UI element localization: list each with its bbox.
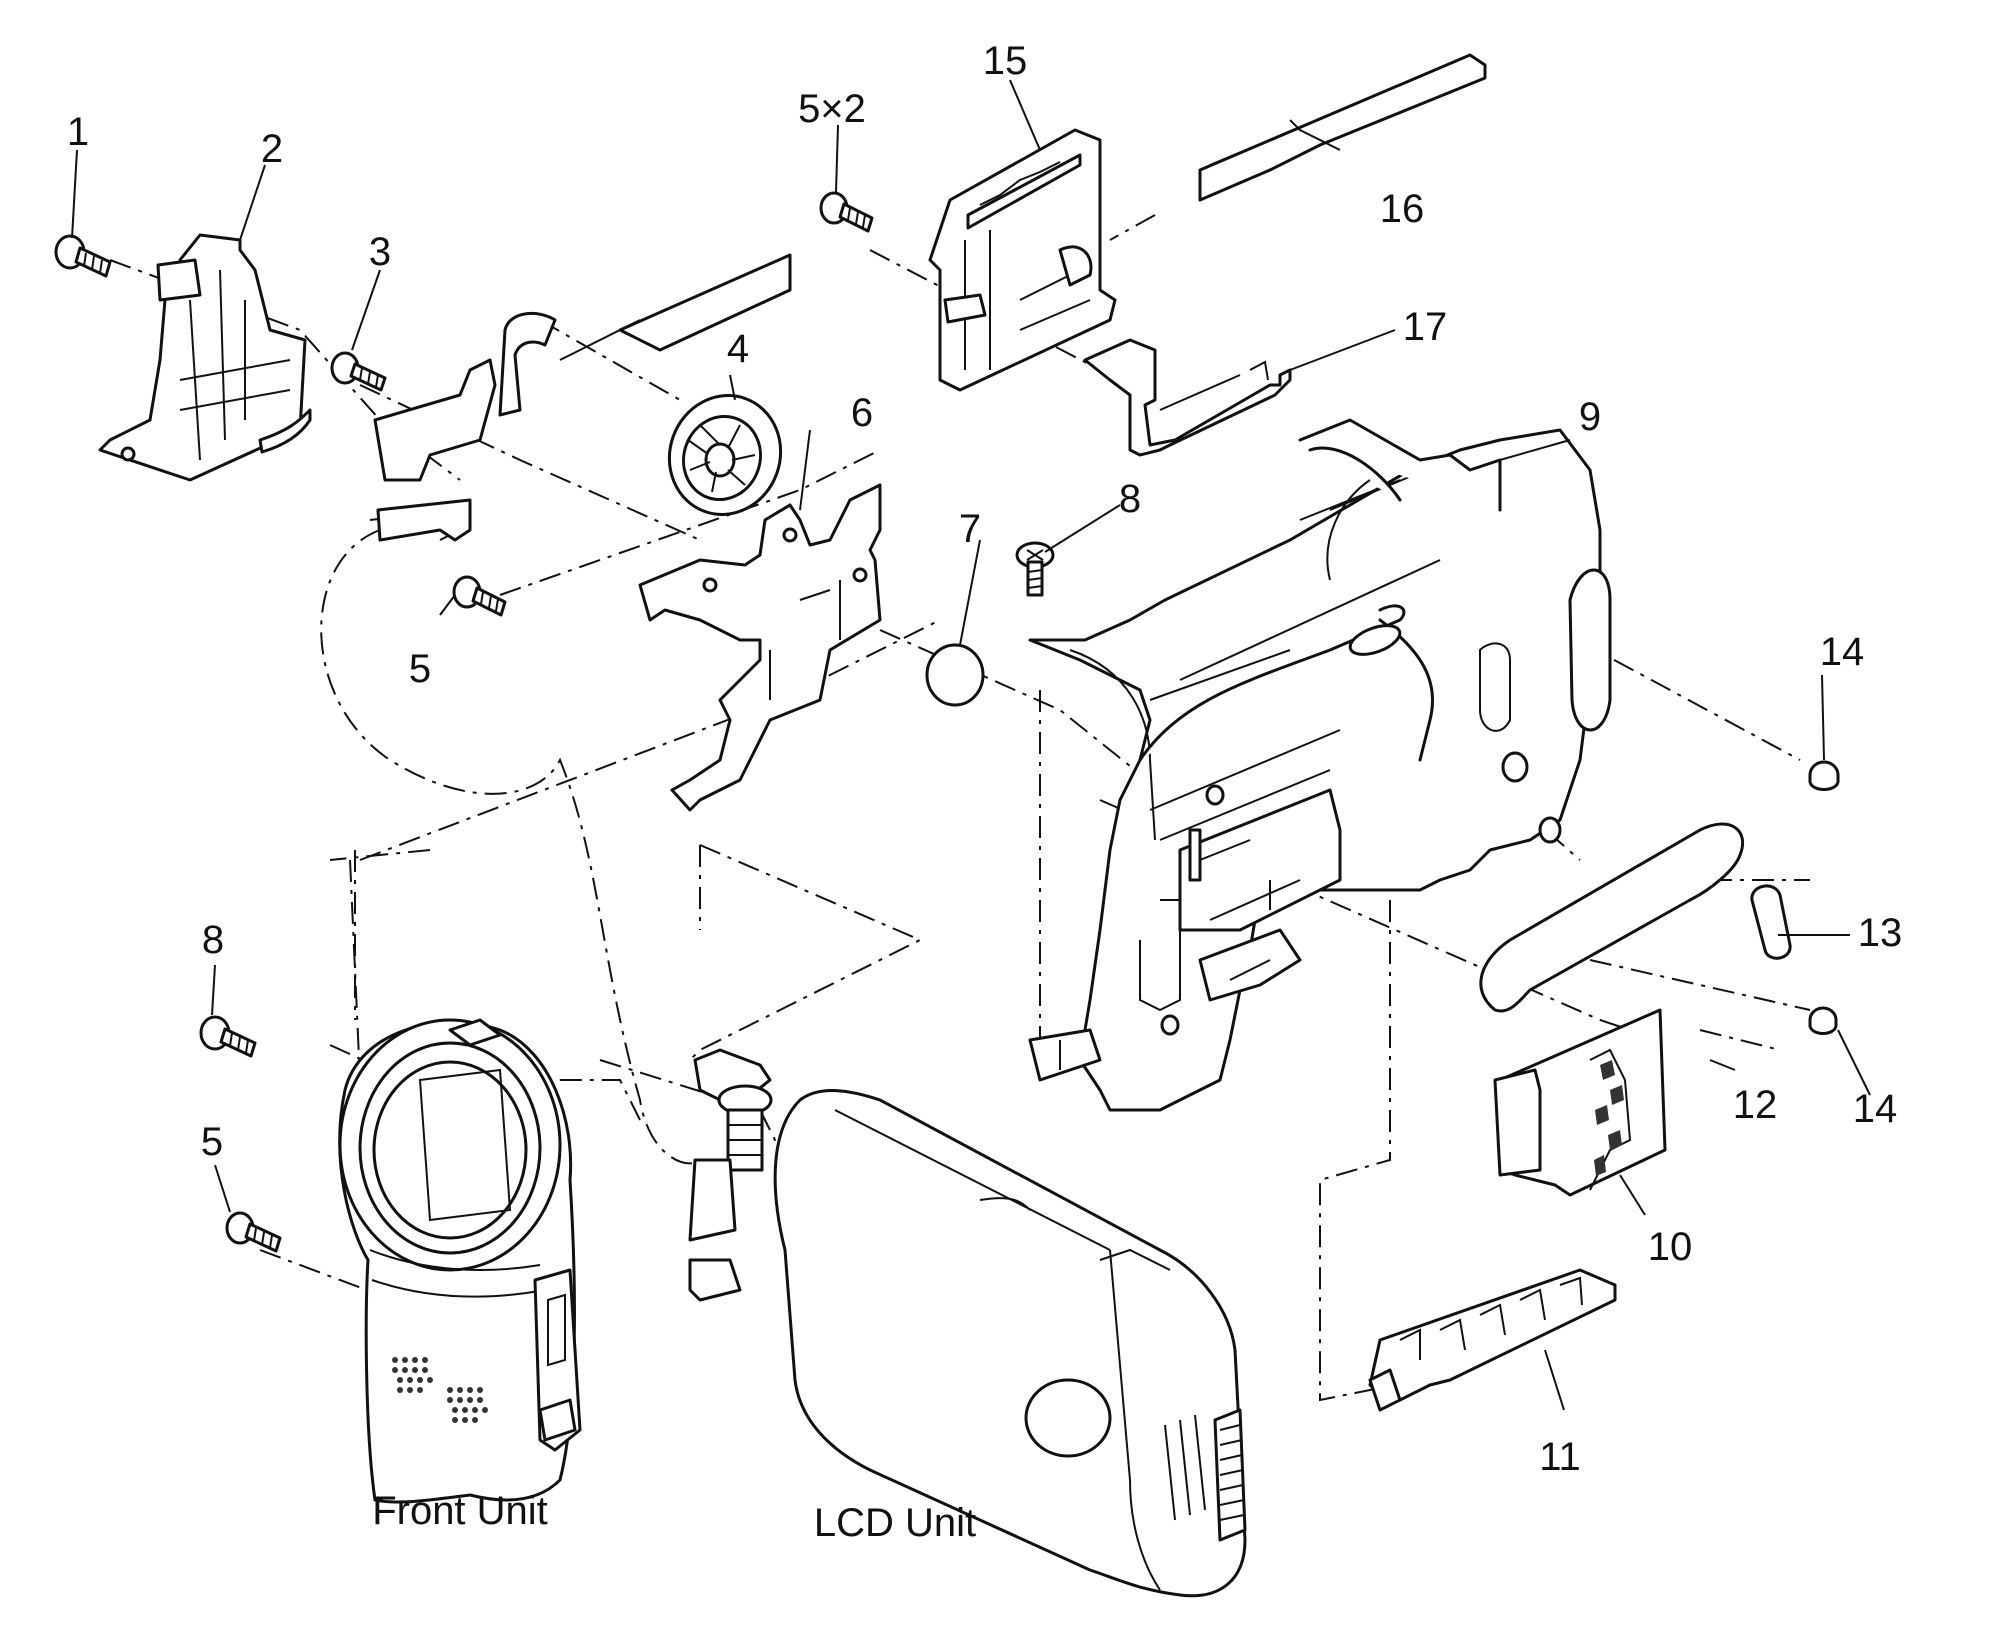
part-6-frame <box>638 483 882 812</box>
part-1-screw <box>54 234 112 278</box>
shield-plate <box>369 253 792 542</box>
callout-15: 15 <box>983 39 1028 83</box>
callout-6: 6 <box>851 391 873 435</box>
part-15-card-slot <box>928 128 1117 392</box>
part-12-side-cover <box>1479 822 1745 1013</box>
body-phantom-outline <box>320 529 701 1165</box>
front-unit-label: Front Unit <box>372 1489 548 1533</box>
part-5-screw-bottom <box>225 1211 282 1253</box>
callout-5-middle: 5 <box>409 647 431 691</box>
front-speaker-grille-right <box>447 1387 488 1423</box>
callout-5-bottom: 5 <box>201 1120 223 1164</box>
part-8-screw-top <box>1015 541 1055 597</box>
callout-12: 12 <box>1733 1083 1778 1127</box>
part-5-screw-middle <box>452 575 507 617</box>
callout-17: 17 <box>1403 305 1448 349</box>
callout-14-top: 14 <box>1820 630 1865 674</box>
lcd-unit-label: LCD Unit <box>814 1501 976 1545</box>
callout-5x2: 5×2 <box>798 87 866 131</box>
part-14-plug-bottom <box>1808 1006 1838 1035</box>
callout-7: 7 <box>959 507 981 551</box>
callout-labels: 1 2 3 4 5×2 15 16 17 6 7 8 9 5 14 13 12 … <box>67 39 1902 1545</box>
lcd-unit <box>688 1048 1247 1598</box>
part-3-screw <box>330 351 387 392</box>
callout-10: 10 <box>1648 1225 1693 1269</box>
callout-3: 3 <box>369 230 391 274</box>
callout-9: 9 <box>1579 395 1601 439</box>
part-8-screw-bottom <box>199 1015 257 1058</box>
part-2-bracket <box>98 233 312 482</box>
part-9-chassis <box>1028 418 1612 1112</box>
part-17-bracket <box>1083 338 1292 457</box>
front-speaker-grille-left <box>392 1357 433 1393</box>
part-4-fan <box>667 394 783 516</box>
callout-8-top: 8 <box>1119 477 1141 521</box>
callout-14-bottom: 14 <box>1853 1087 1898 1131</box>
callout-16: 16 <box>1380 187 1425 231</box>
front-unit <box>338 1018 582 1504</box>
part-5x2-screw <box>819 191 874 233</box>
part-13-button <box>1750 884 1792 960</box>
callout-4: 4 <box>727 327 749 371</box>
part-7-pad <box>925 643 985 707</box>
callout-11: 11 <box>1539 1435 1581 1479</box>
callout-2: 2 <box>261 127 283 171</box>
callout-1: 1 <box>67 110 89 154</box>
part-10-battery-cover <box>1493 1008 1667 1197</box>
part-16-flex-cable <box>1198 53 1487 202</box>
part-11-battery-holder <box>1368 1268 1617 1412</box>
callout-13: 13 <box>1858 911 1903 955</box>
callout-leaders <box>71 79 1871 1411</box>
callout-8-bottom: 8 <box>202 918 224 962</box>
part-14-plug-top <box>1808 760 1840 791</box>
